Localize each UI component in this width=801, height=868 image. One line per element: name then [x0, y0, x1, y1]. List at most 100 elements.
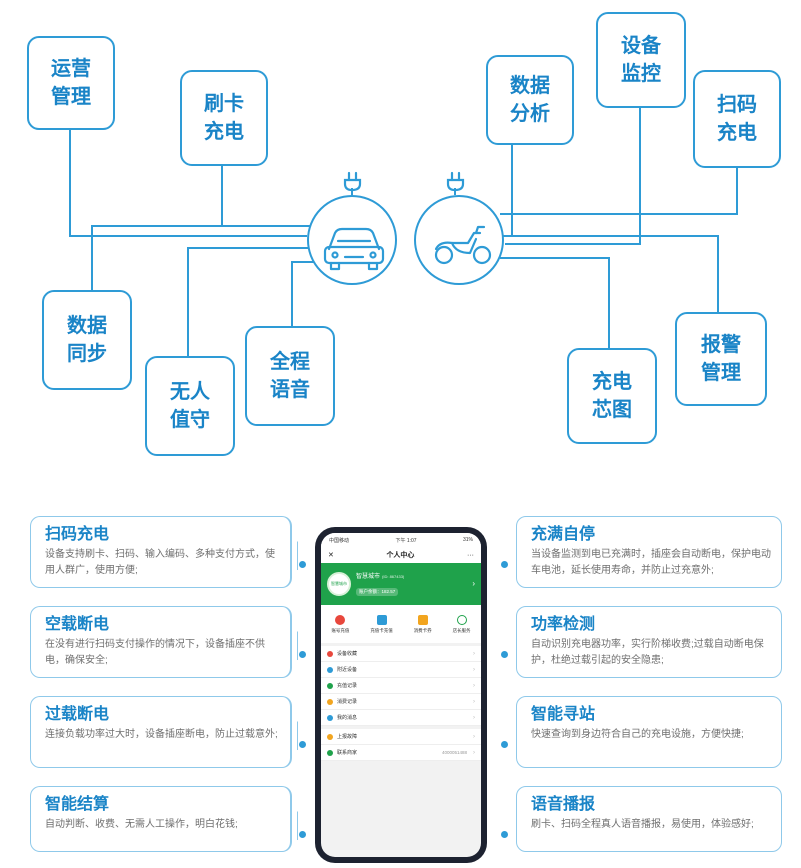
plug-icon	[446, 171, 465, 192]
feature-title: 充满自停	[531, 526, 596, 543]
action-recharge[interactable]: 账号充值	[331, 614, 349, 634]
ebike-charging-hub	[414, 195, 504, 285]
profile-id: (ID: 867433)	[382, 573, 405, 579]
node-alarm-management: 报警管理	[675, 312, 767, 406]
node-line: 刷卡	[204, 93, 244, 115]
phone-icon	[327, 749, 333, 756]
menu-item-report-fault[interactable]: 上报故障 ›	[321, 729, 481, 745]
connector-dot	[299, 561, 306, 568]
action-manager-service[interactable]: 店长服务	[452, 614, 471, 634]
chevron-right-icon: ›	[472, 579, 475, 588]
node-line: 报警	[701, 334, 741, 356]
connector-dot	[501, 651, 508, 658]
action-coupons[interactable]: 消费卡券	[413, 614, 432, 634]
plug-icon	[343, 171, 362, 192]
star-icon	[327, 650, 333, 657]
menu-label: 附近设备	[337, 667, 358, 673]
connector-dot	[299, 831, 306, 838]
feature-card-smart-billing: 智能结算 自动判断、收费、无需人工操作，明白花钱;	[30, 786, 306, 852]
menu-item-favorites[interactable]: 设备收藏›	[321, 646, 481, 662]
feature-card-scan-charging: 扫码充电 设备支持刷卡、扫码、输入编码、多种支付方式，使用人群广，使用方便;	[30, 516, 306, 588]
node-data-sync: 数据同步	[42, 290, 132, 390]
node-line: 充电	[204, 121, 244, 143]
node-line: 分析	[510, 103, 550, 125]
action-label: 店长服务	[452, 627, 471, 633]
node-unattended: 无人值守	[145, 356, 235, 456]
feature-desc: 自动判断、收费、无需人工操作，明白花钱;	[45, 819, 238, 830]
nav-title: 个人中心	[386, 552, 415, 559]
avatar-text: 智慧城市	[331, 581, 347, 586]
feature-card-voice-broadcast: 语音播报 刷卡、扫码全程真人语音播报，易使用，体验感好;	[501, 786, 782, 852]
avatar: 智慧城市	[327, 572, 351, 596]
node-line: 运营	[51, 58, 91, 80]
connector-dot	[299, 741, 306, 748]
play-icon	[456, 614, 467, 625]
car-charging-icon	[323, 227, 385, 271]
connector-dot	[299, 651, 306, 658]
node-line: 值守	[170, 409, 210, 431]
more-icon[interactable]: ···	[467, 551, 474, 559]
menu-item-recharge-records[interactable]: 充值记录›	[321, 678, 481, 694]
message-icon	[327, 714, 333, 721]
coupon-icon	[417, 614, 428, 625]
node-device-monitor: 设备监控	[596, 12, 686, 108]
connector-dot	[501, 561, 508, 568]
node-line: 语音	[270, 379, 310, 401]
node-line: 管理	[701, 362, 741, 384]
feature-desc: 刷卡、扫码全程真人语音播报，易使用，体验感好;	[531, 819, 754, 830]
feature-desc: 快速查询到身边符合自己的充电设施，方便快捷;	[531, 729, 744, 740]
location-icon	[327, 666, 333, 673]
node-line: 无人	[170, 381, 210, 403]
chevron-right-icon: ›	[473, 749, 475, 756]
menu-item-nearby[interactable]: 附近设备›	[321, 662, 481, 678]
node-line: 数据	[510, 75, 550, 97]
node-full-voice: 全程语音	[245, 326, 335, 426]
close-icon[interactable]: ✕	[328, 552, 334, 559]
feature-desc: 设备支持刷卡、扫码、输入编码、多种支付方式，使用人群广，使用方便;	[45, 549, 275, 576]
feature-card-no-load-cutoff: 空载断电 在没有进行扫码支付操作的情况下，设备插座不供电，确保安全;	[30, 606, 306, 678]
status-bar: 中国移动 下午 1:07 31%	[321, 533, 481, 547]
feature-desc: 当设备监测到电已充满时，插座会自动断电，保护电动车电池，延长使用寿命，并防止过充…	[531, 549, 771, 576]
menu-item-spend-records[interactable]: 消费记录›	[321, 694, 481, 710]
car-charging-hub	[307, 195, 397, 285]
action-card-recharge[interactable]: 充值卡充值	[370, 614, 393, 634]
feature-title: 空载断电	[45, 616, 110, 633]
feature-title: 智能寻站	[531, 706, 596, 723]
feature-title: 扫码充电	[45, 526, 110, 543]
menu-list-support: 上报故障 › 联系商家 4000051488 ›	[321, 729, 481, 761]
account-balance: 账户余额：182.57	[356, 587, 399, 596]
node-line: 监控	[621, 63, 661, 85]
profile-header[interactable]: 智慧城市 智慧城市(ID: 867433) 账户余额：182.57 ›	[321, 563, 481, 605]
carrier-text: 中国移动	[329, 537, 350, 544]
node-line: 数据	[67, 315, 107, 337]
profile-name: 智慧城市	[356, 573, 381, 580]
action-label: 充值卡充值	[370, 627, 393, 633]
node-line: 充电	[592, 371, 632, 393]
chevron-right-icon: ›	[473, 650, 475, 657]
node-line: 管理	[51, 86, 91, 108]
feature-card-station-finder: 智能寻站 快速查询到身边符合自己的充电设施，方便快捷;	[501, 696, 782, 768]
menu-label: 消费记录	[337, 699, 358, 705]
feature-desc: 连接负载功率过大时，设备插座断电，防止过载意外;	[45, 729, 278, 740]
menu-label: 我的消息	[337, 715, 358, 721]
chevron-right-icon: ›	[473, 714, 475, 721]
feature-desc: 在没有进行扫码支付操作的情况下，设备插座不供电，确保安全;	[45, 639, 265, 666]
node-data-analysis: 数据分析	[486, 55, 574, 145]
contact-number: 4000051488	[441, 750, 467, 755]
chevron-right-icon: ›	[473, 733, 475, 740]
node-line: 芯图	[592, 399, 632, 421]
feature-desc: 自动识别充电器功率，实行阶梯收费;过载自动断电保护，杜绝过载引起的安全隐患;	[531, 639, 764, 666]
connector-dot	[501, 741, 508, 748]
menu-item-messages[interactable]: 我的消息 ›	[321, 710, 481, 726]
menu-label: 上报故障	[337, 734, 358, 740]
action-label: 消费卡券	[413, 627, 432, 633]
node-scan-charging: 扫码充电	[693, 70, 781, 168]
menu-item-contact-merchant[interactable]: 联系商家 4000051488 ›	[321, 745, 481, 761]
feature-card-auto-stop: 充满自停 当设备监测到电已充满时，插座会自动断电，保护电动车电池，延长使用寿命，…	[501, 516, 782, 588]
warning-icon	[327, 733, 333, 740]
menu-label: 联系商家	[337, 750, 358, 756]
node-line: 设备	[621, 35, 661, 57]
node-line: 扫码	[717, 94, 757, 116]
status-time: 下午 1:07	[395, 537, 417, 544]
list-icon	[327, 698, 333, 705]
